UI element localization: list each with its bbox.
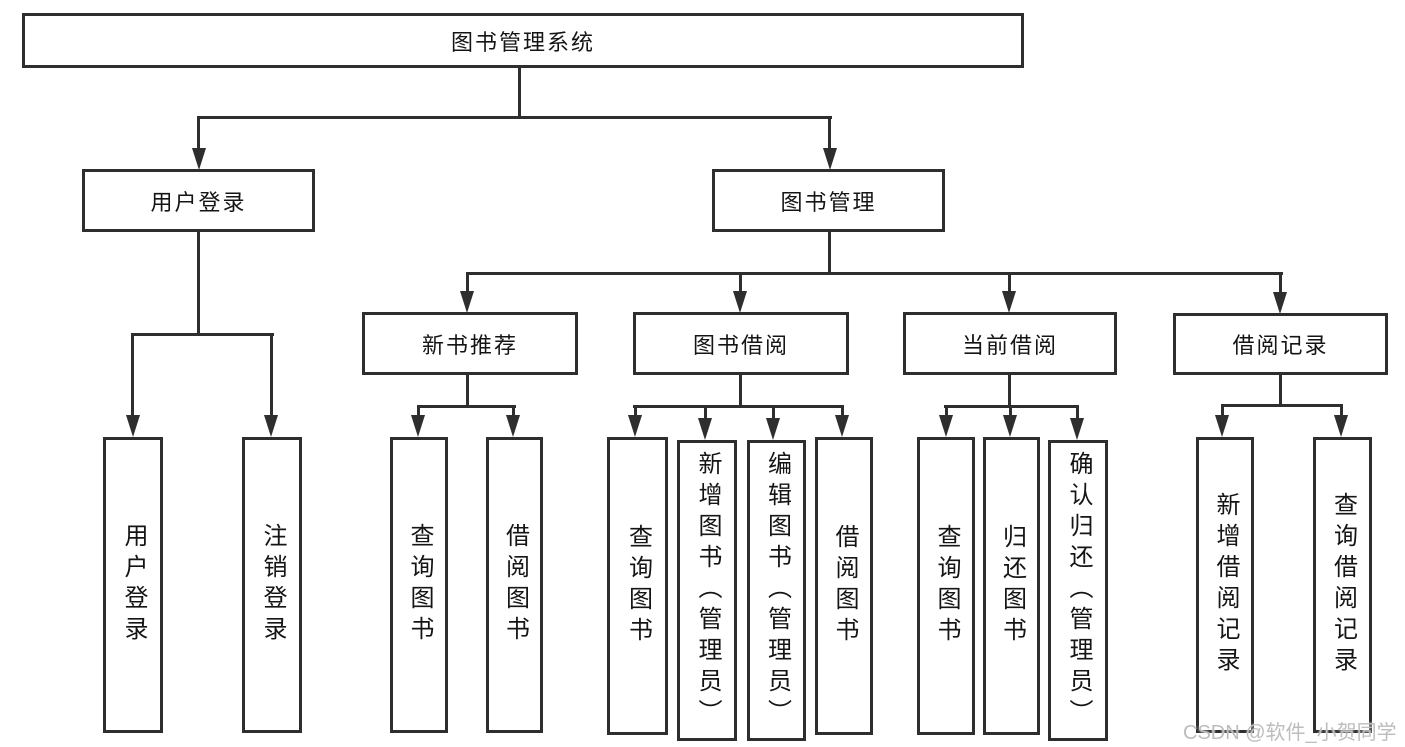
connector-bb-leaf3 [772,405,775,419]
leaf-borrow-add: 新增图书（管理员） [677,440,737,741]
connector-bb-leaf4 [841,405,844,417]
arrow-down-icon [126,415,140,437]
connector-br-leaf2 [1340,404,1343,416]
connector-newbook-stem [466,373,469,408]
leaf-newbook-query: 查询图书 [390,437,448,733]
arrow-down-icon [835,415,849,437]
connector-currentborrow-stem [1008,373,1011,408]
arrow-down-icon [698,418,712,440]
connector-to-newbook [466,272,469,294]
node-book-borrow: 图书借阅 [633,312,849,375]
node-root: 图书管理系统 [22,13,1024,68]
arrow-down-icon [411,415,425,437]
leaf-record-add: 新增借阅记录 [1196,437,1254,733]
node-book-mgmt: 图书管理 [712,169,945,232]
connector-bookmgmt-stem [828,230,831,275]
arrow-down-icon [628,415,642,437]
connector-to-bookmgmt [828,116,831,152]
connector-login-stem [197,230,200,336]
connector-nb-leaf2 [512,405,515,417]
connector-bb-leaf1 [634,405,637,417]
connector-to-login [197,116,200,152]
leaf-current-confirm: 确认归还（管理员） [1048,440,1108,741]
leaf-borrow-edit: 编辑图书（管理员） [747,440,806,741]
connector-cb-leaf3 [1076,405,1079,419]
connector-bookborrow-stem [739,373,742,408]
leaf-newbook-borrow: 借阅图书 [486,437,543,733]
connector-to-borrowrecord [1279,272,1282,295]
connector-to-currentborrow [1008,272,1011,294]
node-borrow-record: 借阅记录 [1173,313,1388,375]
connector-nb-leaf1 [417,405,420,417]
connector-cb-leaf1 [945,405,948,417]
arrow-down-icon [1002,291,1016,313]
node-new-book: 新书推荐 [362,312,578,375]
connector-bookborrow-hline [633,405,844,408]
connector-to-leaf-logout [270,333,273,417]
connector-level3-hline [466,272,1283,275]
connector-borrowrecord-stem [1279,373,1282,407]
connector-newbook-hline [417,405,516,408]
leaf-borrow-query: 查询图书 [607,437,668,735]
arrow-down-icon [192,148,206,170]
arrow-down-icon [264,415,278,437]
connector-to-leaf-userlogin [131,333,134,417]
connector-login-hline [131,333,274,336]
arrow-down-icon [733,291,747,313]
node-current-borrow: 当前借阅 [903,312,1117,375]
leaf-current-query: 查询图书 [917,437,975,735]
arrow-down-icon [1273,292,1287,314]
arrow-down-icon [506,415,520,437]
csdn-watermark: CSDN @软件_小贺同学 [1183,722,1397,744]
leaf-borrow-borrow: 借阅图书 [815,437,873,735]
leaf-record-query: 查询借阅记录 [1313,437,1372,733]
connector-cb-leaf2 [1009,405,1012,417]
arrow-down-icon [939,415,953,437]
node-user-login: 用户登录 [82,169,315,232]
connector-root-hline [197,116,832,119]
leaf-user-login: 用户登录 [103,437,163,733]
arrow-down-icon [1070,418,1084,440]
arrow-down-icon [766,418,780,440]
connector-borrowrecord-hline [1221,404,1343,407]
connector-bb-leaf2 [704,405,707,419]
connector-br-leaf1 [1221,404,1224,416]
leaf-current-return: 归还图书 [983,437,1040,735]
connector-to-bookborrow [739,272,742,294]
arrow-down-icon [1334,415,1348,437]
arrow-down-icon [1003,415,1017,437]
arrow-down-icon [823,148,837,170]
connector-root-stem [518,67,521,119]
leaf-logout: 注销登录 [242,437,302,733]
arrow-down-icon [1215,415,1229,437]
arrow-down-icon [460,291,474,313]
